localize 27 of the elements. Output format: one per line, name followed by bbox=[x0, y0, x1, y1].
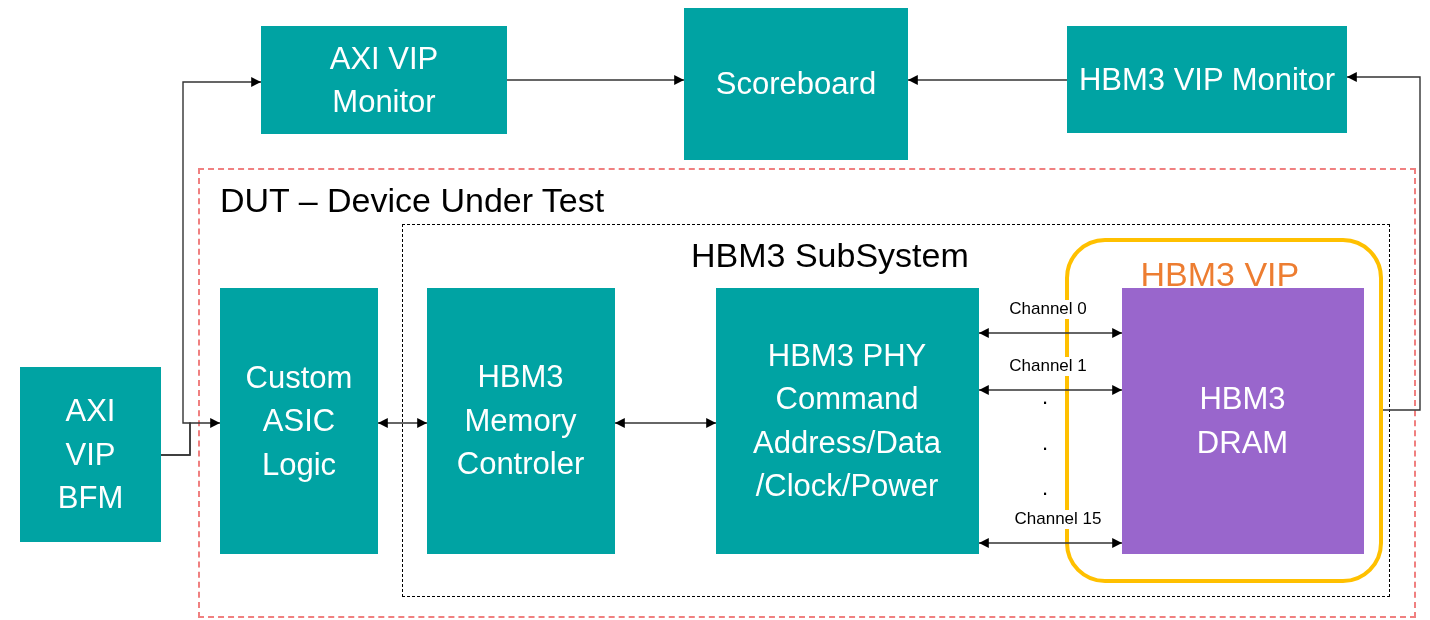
connector-arrow bbox=[506, 75, 685, 85]
ellipsis-dot: . bbox=[1042, 477, 1049, 499]
bfm-box: AXI VIP BFM bbox=[20, 367, 161, 542]
controller-box: HBM3 Memory Controler bbox=[426, 287, 615, 554]
connector-arrow bbox=[978, 328, 1123, 338]
monitor-box: AXI VIP Monitor bbox=[261, 26, 507, 134]
connector-arrow bbox=[1346, 72, 1421, 411]
dram-box: HBM3 DRAM bbox=[1121, 287, 1364, 554]
container-title: DUT – Device Under Test bbox=[220, 182, 605, 220]
connector-arrow bbox=[160, 418, 221, 456]
phy-box: HBM3 PHY Command Address/Data /Clock/Power bbox=[715, 287, 979, 554]
edge-label: Channel 15 bbox=[1012, 510, 1104, 529]
edge-label: Channel 0 bbox=[1007, 300, 1089, 319]
monitor-box: HBM3 VIP Monitor bbox=[1067, 26, 1347, 133]
ellipsis-dot: . bbox=[1042, 432, 1049, 454]
subsystem-container bbox=[402, 224, 1390, 597]
edge-label: Channel 1 bbox=[1007, 357, 1089, 376]
connector-arrow bbox=[377, 418, 428, 428]
connector-arrow bbox=[978, 538, 1123, 548]
scoreboard-box: Scoreboard bbox=[684, 8, 908, 160]
connector-arrow bbox=[907, 75, 1068, 85]
connector-arrow bbox=[614, 418, 717, 428]
ellipsis-dot: . bbox=[1042, 386, 1049, 408]
connector-arrow bbox=[978, 385, 1123, 395]
logic-box: Custom ASIC Logic bbox=[220, 288, 378, 554]
dut-container bbox=[198, 168, 1416, 618]
container-title: HBM3 SubSystem bbox=[691, 237, 969, 275]
